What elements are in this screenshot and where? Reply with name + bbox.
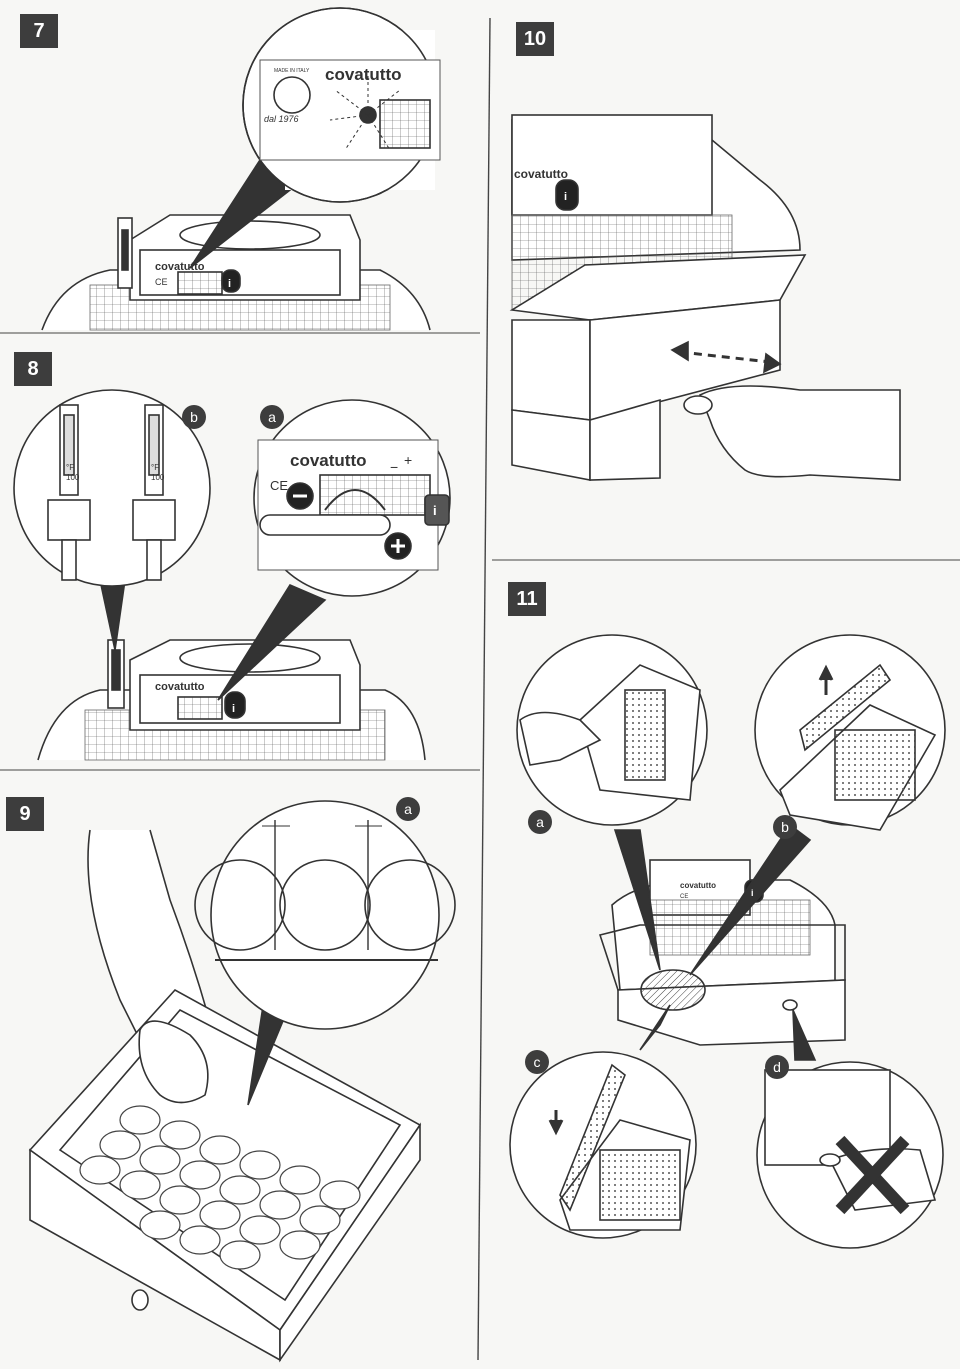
step-11b-badge: b: [773, 815, 797, 839]
step9-illustration: [28, 800, 456, 1363]
step10-illustration: [509, 114, 901, 481]
step11-illustration: [509, 634, 946, 1249]
step-10-badge: 10: [516, 22, 554, 56]
step-9-badge: 9: [6, 797, 44, 831]
step8-illustration: [13, 389, 451, 761]
step-11a-badge: a: [528, 810, 552, 834]
step-8b-badge: b: [182, 405, 206, 429]
step-8-badge: 8: [14, 352, 52, 386]
step7-illustration: [41, 7, 441, 331]
vertical-divider: [477, 17, 491, 1361]
step-7-badge: 7: [20, 14, 58, 48]
step-8a-badge: a: [260, 405, 284, 429]
step-9a-badge: a: [396, 797, 420, 821]
step-11-badge: 11: [508, 582, 546, 616]
step-11c-badge: c: [525, 1050, 549, 1074]
step-11d-badge: d: [765, 1055, 789, 1079]
